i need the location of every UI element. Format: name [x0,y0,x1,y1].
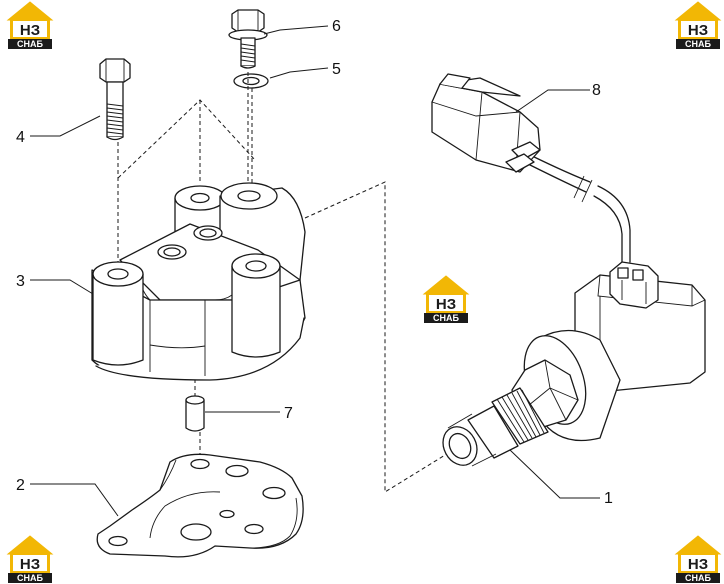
svg-text:СНАБ: СНАБ [17,573,43,583]
svg-text:СНАБ: СНАБ [685,573,711,583]
callout-2: 2 [16,477,25,494]
svg-text:НЗ: НЗ [436,296,456,313]
callout-1: 1 [604,490,613,507]
callout-5: 5 [332,61,341,78]
part-7-pin [185,395,205,432]
callout-7: 7 [284,405,293,422]
watermark-logo-top-left: НЗ СНАБ [7,1,53,50]
callout-8: 8 [592,82,601,99]
callout-6: 6 [332,18,341,35]
part-8-connector [431,73,631,263]
part-2-gasket [96,453,304,558]
part-3-valve-body [91,182,306,381]
watermark-logo-center: НЗ СНАБ [423,275,469,324]
svg-text:НЗ: НЗ [20,556,40,573]
svg-text:СНАБ: СНАБ [17,39,43,49]
assembly-axis-lines [117,72,451,493]
watermark-logo-bottom-right: НЗ СНАБ [675,535,721,584]
leader-lines [30,25,600,517]
svg-text:НЗ: НЗ [688,556,708,573]
svg-text:НЗ: НЗ [20,22,40,39]
watermark-logo-top-right: НЗ СНАБ [675,1,721,50]
svg-text:СНАБ: СНАБ [685,39,711,49]
watermark-logo-bottom-left: НЗ СНАБ [7,535,53,584]
svg-text:СНАБ: СНАБ [433,313,459,323]
callout-4: 4 [16,129,25,146]
part-4-bolt [99,58,131,141]
part-1-solenoid-valve [442,261,706,467]
part-6-flange-bolt [228,9,268,69]
svg-text:НЗ: НЗ [688,22,708,39]
part-5-washer [233,73,269,89]
callout-3: 3 [16,273,25,290]
